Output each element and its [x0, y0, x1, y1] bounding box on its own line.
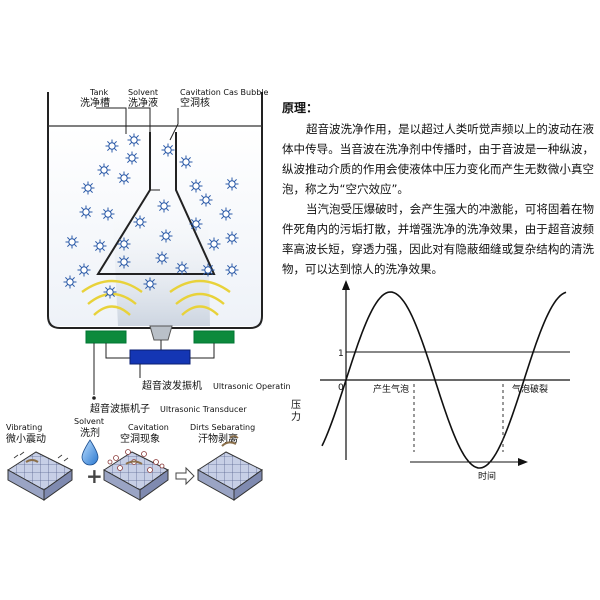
x-axis-label: 时间 [478, 470, 496, 482]
bubble-burst-label: 气泡破裂 [512, 383, 548, 395]
bubble-icon [207, 237, 221, 251]
bubble-icon [159, 229, 173, 243]
y-axis-arrow [342, 280, 350, 290]
ultrasonic-generator [129, 349, 191, 365]
step3-label-en: Cavitation [128, 423, 169, 432]
tank-label-zh: 洗净槽 [80, 96, 110, 109]
tick-zero: 0 [338, 383, 344, 393]
bubble-icon [219, 207, 233, 221]
bubble-icon [199, 193, 213, 207]
tank-label-en: Tank [89, 88, 109, 97]
pressure-wave-graph: 1 0 产生气泡 气泡破裂 时间 压 力 [291, 280, 570, 482]
process-strip: Vibrating 微小震动 Solvent 洗剂 Cavitation 空洞现… [6, 417, 263, 501]
bubble-icon [117, 237, 131, 251]
solvent-drop-icon [81, 439, 99, 466]
bubble-icon [225, 263, 239, 277]
bubble-icon [105, 139, 119, 153]
bubble-icon [79, 205, 93, 219]
bubble-icon [143, 277, 157, 291]
tank-diagram: Tank 洗净槽 Solvent 洗净液 Cavitation Cas Bubb… [47, 88, 291, 415]
transducer-left [85, 330, 127, 344]
y-axis-label-2: 力 [291, 410, 301, 423]
step2-label-en: Solvent [74, 417, 104, 426]
bubble-icon [155, 251, 169, 265]
bubble-icon [175, 261, 189, 275]
bubble-icon [117, 171, 131, 185]
bubble-icon [157, 199, 171, 213]
transducer-right [193, 330, 235, 344]
bubble-label-zh: 空洞核 [180, 96, 210, 109]
phase-markers [413, 384, 504, 452]
generator-label-zh: 超音波发振机 [142, 379, 202, 392]
transducer-horn [149, 325, 173, 341]
time-arrow-head [518, 458, 528, 466]
principle-paragraph-2: 当汽泡受压爆破时，会产生强大的冲激能，可将固着在物件死角内的污垢打散，并增强洗净… [282, 202, 594, 276]
bubble-icon [125, 151, 139, 165]
cavitation-bubbles [63, 133, 239, 299]
pressure-sine-curve [321, 291, 567, 469]
bubble-icon [63, 275, 77, 289]
step3-label-zh: 空洞现象 [120, 432, 160, 445]
solvent-label-zh: 洗净液 [128, 96, 158, 109]
transducer-wiring [93, 340, 215, 395]
sound-wave-arcs [81, 279, 231, 316]
bubble-icon [93, 239, 107, 253]
step1-label-zh: 微小震动 [6, 432, 46, 445]
principle-heading: 原理： [282, 101, 319, 115]
bubble-icon [101, 207, 115, 221]
plus-icon: + [86, 464, 103, 488]
vibrating-plate [7, 451, 73, 501]
solvent-label-en: Solvent [128, 88, 158, 97]
bubble-icon [103, 285, 117, 299]
tick-one: 1 [338, 349, 344, 359]
cavitation-plate [103, 449, 169, 501]
bubble-icon [201, 263, 215, 277]
ultrasonic-beam [112, 200, 210, 326]
arrow-right-icon [175, 466, 195, 486]
y-axis-label-1: 压 [291, 399, 301, 411]
bubble-icon [97, 163, 111, 177]
flask [96, 132, 216, 275]
bubble-icon [189, 179, 203, 193]
bubble-icon [77, 263, 91, 277]
leader-lines [96, 107, 179, 141]
step2-label-zh: 洗剂 [80, 426, 100, 439]
bubble-icon [81, 181, 95, 195]
bubble-icon [179, 155, 193, 169]
bubble-icon [133, 215, 147, 229]
step4-label-en: Dirts Sebarating [190, 423, 255, 432]
step1-label-en: Vibrating [6, 423, 42, 432]
transducer-label-en: Ultrasonic Transducer [160, 405, 247, 414]
transducer-dot [92, 396, 96, 400]
bubble-icon [225, 231, 239, 245]
bubble-icon [127, 133, 141, 147]
clean-plate [197, 435, 263, 501]
bubble-icon [65, 235, 79, 249]
generator-label-en: Ultrasonic Operatin [213, 382, 291, 391]
bubble-generate-label: 产生气泡 [373, 383, 409, 395]
bubble-icon [117, 255, 131, 269]
transducer-label-zh: 超音波振机子 [90, 402, 150, 415]
bubble-icon [161, 143, 175, 157]
bubble-icon [225, 177, 239, 191]
bubble-icon [189, 217, 203, 231]
bubble-label-en: Cavitation Cas Bubble [180, 88, 268, 97]
principle-text: 原理： 超音波洗净作用，是以超过人类听觉声频以上的波动在液体中传导。当音波在洗净… [282, 98, 594, 279]
principle-paragraph-1: 超音波洗净作用，是以超过人类听觉声频以上的波动在液体中传导。当音波在洗净剂中传播… [282, 122, 594, 196]
